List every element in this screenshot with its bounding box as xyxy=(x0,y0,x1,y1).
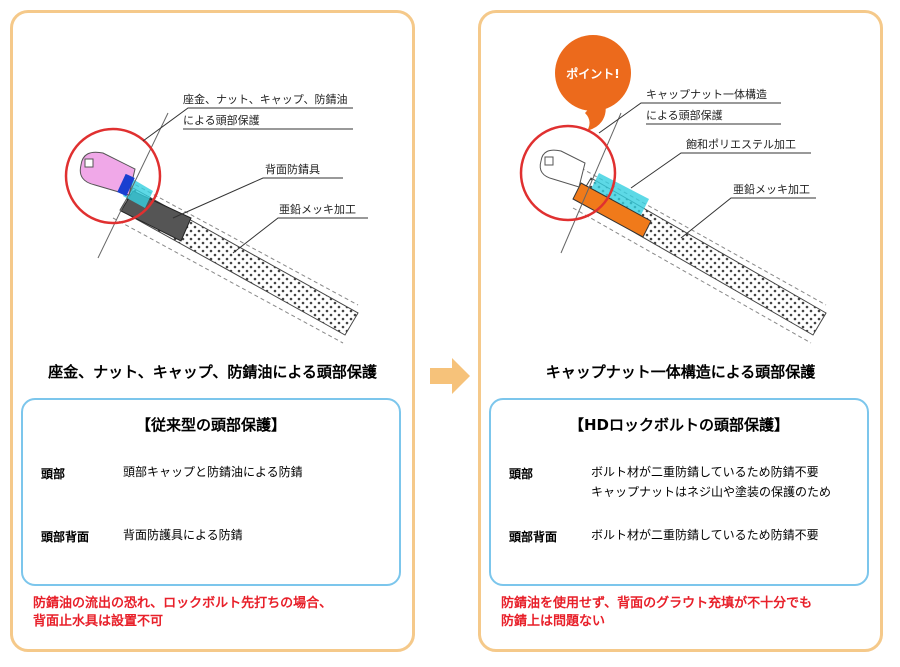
callout-polyester-label: 飽和ポリエステル加工 xyxy=(686,137,796,151)
polyester-coating-cyan xyxy=(589,173,649,219)
tunnel-wall-line xyxy=(560,112,622,254)
conventional-bolt-diagram: 座金、ナット、キャップ、防錆油 による頭部保護 背面防錆具 亜鉛メッキ加工 xyxy=(64,92,368,344)
callout-capnut-line2: による頭部保護 xyxy=(646,108,723,122)
row-value-line: キャップナットはネジ山や塗装の保護のため xyxy=(591,485,832,499)
row-value-line: ボルト材が二重防錆しているため防錆不要 xyxy=(591,528,819,542)
callout-galvanizing: 亜鉛メッキ加工 xyxy=(232,202,368,254)
row-value-head-back: ボルト材が二重防錆しているため防錆不要 xyxy=(591,525,819,545)
row-label-head: 頭部 xyxy=(509,467,534,481)
head-highlight-circle xyxy=(519,124,617,222)
row-value-head: ボルト材が二重防錆しているため防錆不要 キャップナットはネジ山や塗装の保護のため xyxy=(591,462,831,502)
conventional-box-title: 【従来型の頭部保護】 xyxy=(135,416,286,434)
row-value-line: ボルト材が二重防錆しているため防錆不要 xyxy=(591,465,819,479)
note-line: 防錆上は問題ない xyxy=(501,614,606,629)
tunnel-wall-line xyxy=(97,112,169,259)
callout-cap-line1: 座金、ナット、キャップ、防錆油 xyxy=(183,92,347,106)
hd-rockbolt-note: 防錆油を使用せず、背面のグラウト充填が不十分でも 防錆上は問題ない xyxy=(501,595,871,631)
row-value-head-back: 背面防護具による防錆 xyxy=(123,525,243,545)
row-label-head-back: 頭部背面 xyxy=(41,530,90,544)
callout-cap-line2: による頭部保護 xyxy=(183,113,260,127)
hd-rockbolt-panel: ポイント! キャップナット一体構造 による頭部保護 飽和ポリエステル加工 亜鉛メ… xyxy=(478,10,883,652)
row-value-head: 頭部キャップと防錆油による防錆 xyxy=(123,462,303,482)
point-badge-label: ポイント! xyxy=(566,66,619,81)
callout-back-protector-label: 背面防錆具 xyxy=(265,162,320,176)
hd-rockbolt-info-box: 【HDロックボルトの頭部保護】 頭部 ボルト材が二重防錆しているため防錆不要 キ… xyxy=(489,398,869,586)
note-line: 防錆油を使用せず、背面のグラウト充填が不十分でも xyxy=(501,596,813,611)
note-line: 防錆油の流出の恐れ、ロックボルト先打ちの場合、 xyxy=(33,596,333,611)
hd-rockbolt-caption: キャップナット一体構造による頭部保護 xyxy=(545,363,816,381)
hd-rockbolt-diagram: ポイント! キャップナット一体構造 による頭部保護 飽和ポリエステル加工 亜鉛メ… xyxy=(519,35,827,344)
capnut-head xyxy=(539,149,586,188)
callout-galvanizing-label: 亜鉛メッキ加工 xyxy=(279,202,356,216)
row-value-line: 頭部キャップと防錆油による防錆 xyxy=(123,465,303,479)
conventional-panel: 座金、ナット、キャップ、防錆油 による頭部保護 背面防錆具 亜鉛メッキ加工 座金… xyxy=(10,10,415,652)
callout-polyester: 飽和ポリエステル加工 xyxy=(630,137,811,189)
row-label-head: 頭部 xyxy=(41,467,66,481)
row-value-line: 背面防護具による防錆 xyxy=(123,528,243,542)
head-cap xyxy=(79,151,136,197)
callout-capnut-line1: キャップナット一体構造 xyxy=(646,87,767,101)
hd-rockbolt-box-title: 【HDロックボルトの頭部保護】 xyxy=(568,416,789,434)
callout-back-protector: 背面防錆具 xyxy=(172,162,343,219)
callout-capnut: キャップナット一体構造 による頭部保護 xyxy=(598,87,781,134)
row-label-head-back: 頭部背面 xyxy=(509,530,558,544)
conventional-info-box: 【従来型の頭部保護】 頭部 頭部キャップと防錆油による防錆 頭部背面 背面防護具… xyxy=(21,398,401,586)
callout-galvanizing: 亜鉛メッキ加工 xyxy=(680,182,816,239)
head-highlight-circle xyxy=(64,127,162,225)
conventional-note: 防錆油の流出の恐れ、ロックボルト先打ちの場合、 背面止水具は設置不可 xyxy=(33,595,403,631)
callout-cap-lines: 座金、ナット、キャップ、防錆油 による頭部保護 xyxy=(142,92,353,142)
conventional-caption: 座金、ナット、キャップ、防錆油による頭部保護 xyxy=(48,363,377,381)
note-line: 背面止水具は設置不可 xyxy=(33,614,164,629)
point-badge: ポイント! xyxy=(555,35,631,131)
transition-arrow-icon xyxy=(430,358,470,394)
point-badge-bubble xyxy=(555,35,631,111)
capnut-orange xyxy=(572,182,652,238)
callout-galvanizing-label: 亜鉛メッキ加工 xyxy=(733,182,810,196)
